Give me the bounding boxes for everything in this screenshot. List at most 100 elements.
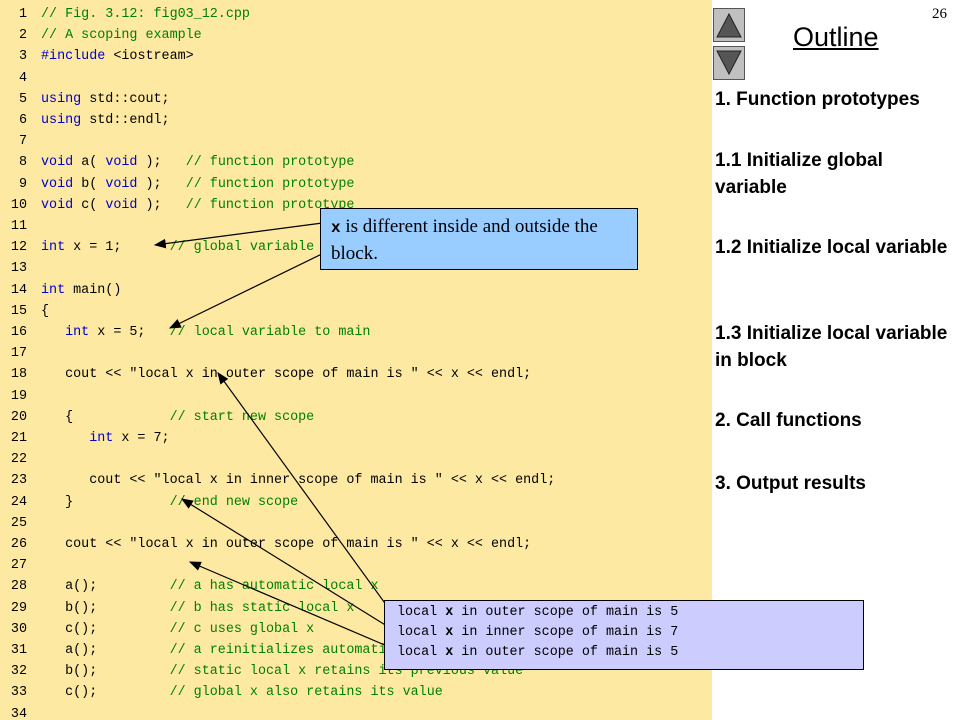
line-number: 18 <box>10 367 27 383</box>
code-text: void c( void ); // function prototype <box>41 197 355 213</box>
code-text: { // start new scope <box>41 409 315 425</box>
line-number: 32 <box>10 664 27 680</box>
line-number: 1 <box>18 7 27 22</box>
outline-item-initialize-local-block: 1.3 Initialize local variable in block <box>715 323 948 371</box>
code-line: 26 cout << "local x in outer scope of ma… <box>0 534 531 555</box>
line-number: 3 <box>18 49 27 65</box>
code-line: 30 c(); // c uses global x <box>0 619 314 640</box>
previous-slide-button[interactable] <box>713 8 745 42</box>
code-line: 15{ <box>0 301 49 322</box>
callout-text: is different inside and outside the bloc… <box>331 216 598 264</box>
code-line: 20 { // start new scope <box>0 407 314 428</box>
callout-code-word: x <box>331 219 341 237</box>
outline-item-call-functions: 2. Call functions <box>715 410 862 431</box>
line-number: 11 <box>10 219 27 234</box>
code-line: 12 int x = 1; // global variable <box>0 237 314 258</box>
line-number: 4 <box>18 70 27 86</box>
next-slide-button[interactable] <box>713 46 745 80</box>
code-line: 16 int x = 5; // local variable to main <box>0 322 371 343</box>
line-number: 33 <box>10 685 27 701</box>
code-line: 10 void c( void ); // function prototype <box>0 195 355 216</box>
output-line: local x in outer scope of main is 5 <box>397 605 679 620</box>
code-line: 9 void b( void ); // function prototype <box>0 174 354 195</box>
line-number: 10 <box>10 197 27 213</box>
line-number: 7 <box>18 134 27 150</box>
code-text: int x = 1; // global variable <box>41 240 315 256</box>
line-number: 17 <box>10 346 27 362</box>
output-line: local x in outer scope of main is 5 <box>397 645 679 660</box>
code-text: a(); // a has automatic local x <box>41 579 379 595</box>
code-line: 28 a(); // a has automatic local x <box>0 576 379 597</box>
outline-item-initialize-local: 1.2 Initialize local variable <box>715 237 948 258</box>
line-number: 16 <box>10 325 27 340</box>
page-number: 26 <box>932 6 947 22</box>
code-text: // Fig. 3.12: fig03_12.cpp <box>41 7 250 22</box>
line-number: 12 <box>10 240 27 256</box>
code-text: c(); // c uses global x <box>41 621 315 637</box>
code-text: void a( void ); // function prototype <box>41 155 355 171</box>
line-number: 20 <box>10 409 27 425</box>
line-number: 13 <box>10 261 27 277</box>
line-number: 34 <box>10 706 27 720</box>
triangle-down-icon <box>716 50 742 76</box>
code-text: // A scoping example <box>41 28 202 44</box>
code-line: 1 // Fig. 3.12: fig03_12.cpp <box>0 4 250 25</box>
code-line: 21 int x = 7; <box>0 428 170 449</box>
code-text: int main() <box>41 282 122 298</box>
code-line: 29 b(); // b has static local x <box>0 598 354 619</box>
code-line: 17 <box>0 343 41 364</box>
line-number: 2 <box>18 28 27 44</box>
code-line: 3 #include <iostream> <box>0 46 194 67</box>
code-text: cout << "local x in inner scope of main … <box>41 473 556 489</box>
outline-title[interactable]: Outline <box>793 22 879 52</box>
code-line: 19 <box>0 386 41 407</box>
code-line: 7 <box>0 131 41 152</box>
line-number: 14 <box>10 282 27 298</box>
triangle-up-icon <box>716 12 742 38</box>
code-line: 22 <box>0 449 41 470</box>
code-text: cout << "local x in outer scope of main … <box>41 537 532 552</box>
line-number: 22 <box>10 452 27 468</box>
outline-item-function-prototypes: 1. Function prototypes <box>715 89 920 110</box>
code-line: 23 cout << "local x in inner scope of ma… <box>0 470 555 491</box>
line-number: 26 <box>10 537 27 552</box>
output-line: local x in inner scope of main is 7 <box>397 625 679 640</box>
code-text: using std::cout; <box>41 91 170 107</box>
code-line: 34 <box>0 704 41 720</box>
line-number: 24 <box>10 494 27 510</box>
outline-item-initialize-global: 1.1 Initialize global variable <box>715 150 883 198</box>
code-text: b(); // b has static local x <box>41 600 355 616</box>
code-line: 2 // A scoping example <box>0 25 202 46</box>
code-text: void b( void ); // function prototype <box>41 176 355 192</box>
line-number: 21 <box>10 431 27 446</box>
code-line: 27 <box>0 555 41 576</box>
code-line: 5 using std::cout; <box>0 89 170 110</box>
line-number: 23 <box>10 473 27 489</box>
code-text: using std::endl; <box>41 113 170 128</box>
line-number: 27 <box>10 558 27 574</box>
line-number: 29 <box>10 600 27 616</box>
line-number: 9 <box>18 176 27 192</box>
code-line: 6 using std::endl; <box>0 110 170 131</box>
line-number: 28 <box>10 579 27 595</box>
line-number: 25 <box>10 515 27 531</box>
code-line: 11 <box>0 216 41 237</box>
code-line: 14 int main() <box>0 280 121 301</box>
code-line: 18 cout << "local x in outer scope of ma… <box>0 364 531 385</box>
outline-item-output-results: 3. Output results <box>715 473 866 494</box>
code-text: int x = 5; // local variable to main <box>65 325 371 340</box>
line-number: 5 <box>18 91 27 107</box>
code-text: cout << "local x in outer scope of main … <box>41 367 532 383</box>
callout-x-scope: x is different inside and outside the bl… <box>320 208 638 270</box>
code-line: 24 } // end new scope <box>0 492 298 513</box>
code-text: c(); // global x also retains its value <box>41 685 443 701</box>
line-number: 31 <box>10 643 27 658</box>
line-number: 19 <box>10 388 27 404</box>
code-text: #include <iostream> <box>41 49 194 65</box>
line-number: 30 <box>10 621 27 637</box>
line-number: 6 <box>18 113 27 128</box>
line-number: 15 <box>10 303 27 319</box>
program-output-box: local x in outer scope of main is 5 local… <box>384 600 864 670</box>
code-line: 13 <box>0 258 41 279</box>
